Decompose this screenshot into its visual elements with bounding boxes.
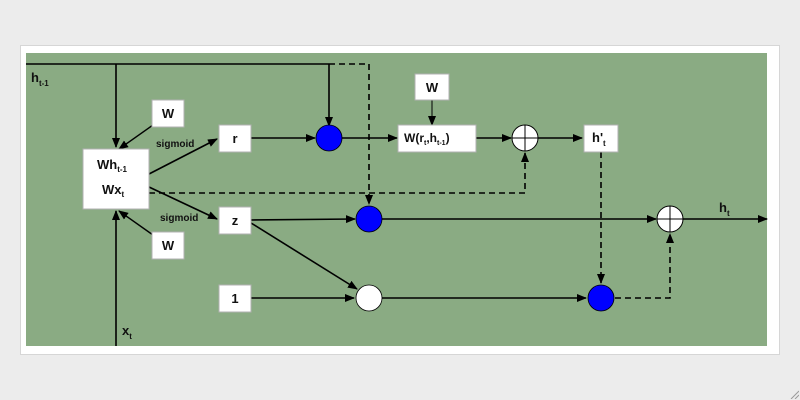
edge-dashed-wx-to-plus (149, 152, 529, 194)
box-w-bottom (151, 231, 185, 260)
box-h-prime (583, 124, 619, 153)
box-wh-wx (82, 148, 150, 210)
edge-z-to-mult2 (250, 215, 356, 224)
resize-grip-icon[interactable] (789, 389, 799, 399)
box-w-candidate (414, 73, 450, 101)
node-r-multiply (315, 124, 343, 152)
label-h-prev: ht-1 (31, 70, 49, 88)
label-w-r-h: W(rt,ht-1) (404, 131, 450, 147)
label-h-t: ht (719, 200, 730, 218)
node-z-multiply (355, 205, 383, 233)
node-plus-candidate (511, 124, 539, 152)
node-plus-final (656, 205, 684, 233)
edge-wbottom-to-wx (118, 210, 154, 236)
label-w-candidate: W (426, 80, 439, 95)
label-wh: Wht-1 (97, 157, 128, 174)
label-r: r (232, 131, 237, 146)
gru-diagram: W W Wht-1 Wxt r z 1 W W(rt,ht-1) h't (26, 53, 768, 346)
label-wx: Wxt (102, 182, 125, 199)
box-one (218, 284, 252, 313)
label-w-top: W (162, 106, 175, 121)
edge-z-to-oneminus (250, 222, 358, 290)
label-one: 1 (231, 291, 238, 306)
node-one-minus (355, 284, 383, 312)
edge-dashed-mult3-to-final-plus (615, 233, 674, 299)
label-z: z (232, 213, 239, 228)
box-w-r-h (397, 124, 477, 153)
edge-dashed-hprev-to-mult2 (329, 63, 373, 205)
diagram-frame: W W Wht-1 Wxt r z 1 W W(rt,ht-1) h't (20, 45, 799, 399)
edge-wtop-to-wh (118, 124, 154, 150)
node-bottom-multiply (587, 284, 615, 312)
box-r (218, 124, 252, 153)
box-z (218, 206, 252, 235)
label-w-bottom: W (162, 238, 175, 253)
edge-sigmoid-to-r (148, 138, 218, 175)
label-h-prime: h't (592, 130, 606, 148)
label-x-t: xt (122, 323, 132, 341)
label-sigmoid-top: sigmoid (156, 139, 194, 150)
label-sigmoid-bottom: sigmoid (160, 213, 198, 224)
box-w-top (151, 99, 185, 128)
